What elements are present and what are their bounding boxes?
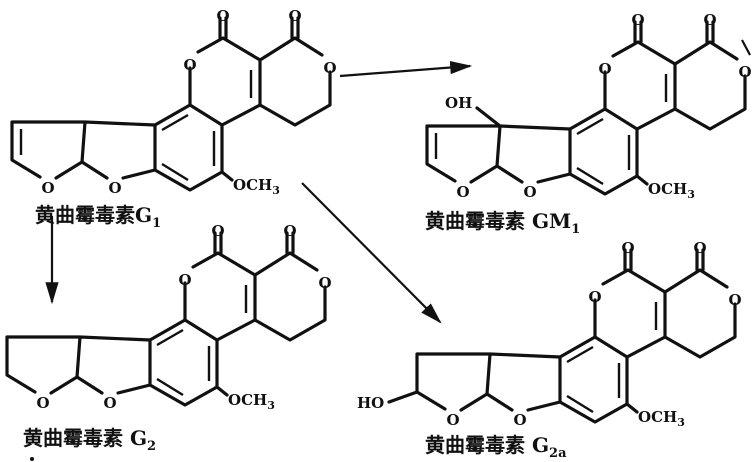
oxygen-atom: O bbox=[288, 7, 301, 25]
oxygen-atom: O bbox=[36, 394, 49, 412]
oxygen-atom: O bbox=[738, 63, 751, 81]
oxygen-atom: O bbox=[693, 239, 706, 257]
ho-group: HO bbox=[357, 394, 384, 412]
compound-label: 黄曲霉毒素 G2 bbox=[23, 426, 156, 454]
molecule-g2: O O O O O O OCH3 黄曲霉毒素 G2 bbox=[5, 222, 332, 454]
oxygen-atom: O bbox=[178, 271, 191, 289]
compound-label: 黄曲霉毒素 GM1 bbox=[425, 209, 580, 237]
molecule-skeleton bbox=[10, 16, 332, 192]
substituent-bond bbox=[475, 106, 502, 128]
oxygen-atom: O bbox=[621, 239, 634, 257]
oxygen-atom: O bbox=[703, 11, 716, 29]
oxygen-atom: O bbox=[318, 274, 331, 292]
edge-mark bbox=[741, 39, 751, 56]
arrow-g1-to-gm1 bbox=[339, 60, 473, 78]
molecule-skeleton bbox=[5, 231, 327, 407]
stray-dot bbox=[30, 457, 34, 461]
molecule-skeleton bbox=[415, 248, 737, 424]
methoxy-group: OCH3 bbox=[228, 391, 275, 412]
oxygen-atom: O bbox=[456, 183, 469, 201]
oxygen-atom: O bbox=[588, 288, 601, 306]
oxygen-atom: O bbox=[513, 411, 526, 429]
oxygen-atom: O bbox=[728, 291, 741, 309]
molecule-g2a: O O O O O O OCH3 HO 黄曲霉毒素 G2a bbox=[357, 239, 742, 461]
oxygen-atom: O bbox=[598, 60, 611, 78]
oxygen-atom: O bbox=[323, 59, 336, 77]
oh-group: OH bbox=[445, 94, 472, 112]
oxygen-atom: O bbox=[283, 222, 296, 240]
molecule-skeleton bbox=[425, 20, 747, 196]
oxygen-atom: O bbox=[183, 56, 196, 74]
oxygen-atom: O bbox=[211, 222, 224, 240]
oxygen-atom: O bbox=[446, 411, 459, 429]
compound-label: 黄曲霉毒素G1 bbox=[35, 203, 161, 231]
methoxy-group: OCH3 bbox=[638, 408, 685, 429]
oxygen-atom: O bbox=[631, 11, 644, 29]
oxygen-atom: O bbox=[523, 183, 536, 201]
oxygen-atom: O bbox=[216, 7, 229, 25]
molecule-g1: O O O O O O OCH3 黄曲霉毒素G1 bbox=[10, 7, 337, 231]
methoxy-group: OCH3 bbox=[648, 180, 695, 201]
oxygen-atom: O bbox=[41, 179, 54, 197]
substituent-bond bbox=[387, 390, 419, 404]
molecule-gm1: O O O O O O OCH3 OH 黄曲霉毒素 GM1 bbox=[425, 11, 752, 237]
methoxy-group: OCH3 bbox=[233, 176, 280, 197]
arrow-g1-to-g2a bbox=[301, 182, 442, 324]
compound-label: 黄曲霉毒素 G2a bbox=[425, 433, 567, 461]
oxygen-atom: O bbox=[108, 179, 121, 197]
oxygen-atom: O bbox=[103, 394, 116, 412]
